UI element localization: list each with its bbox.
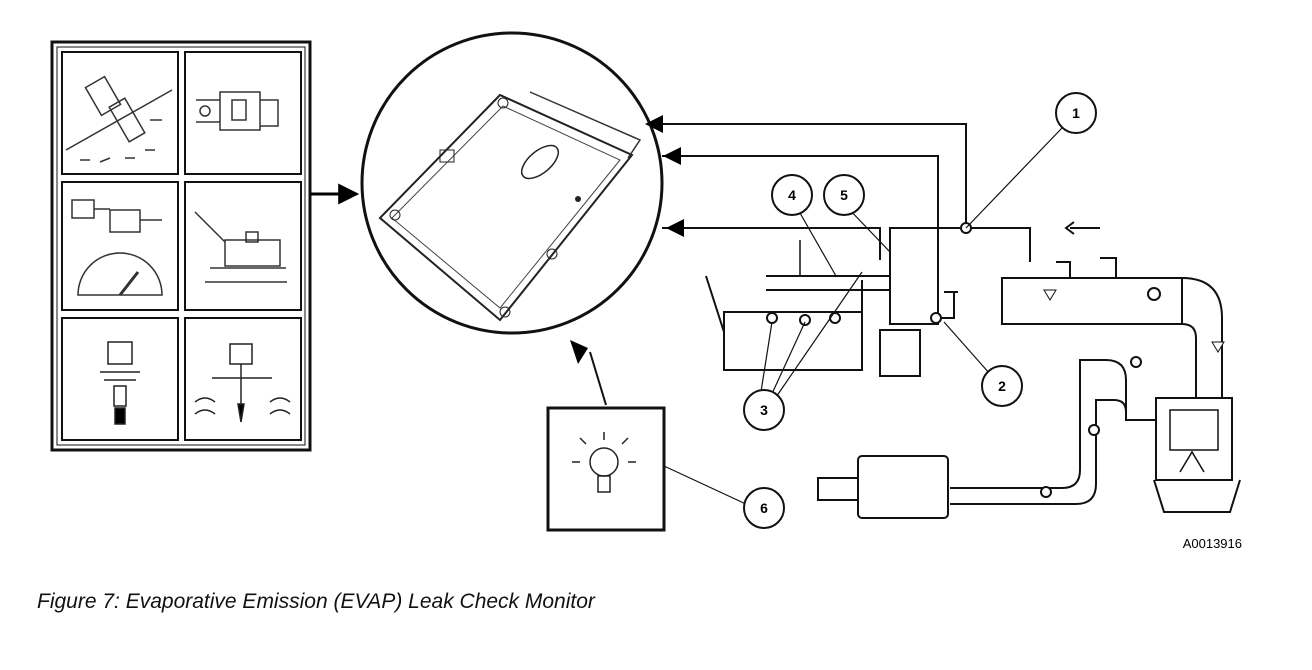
output-arrow-1 <box>645 115 663 133</box>
pump-icon <box>194 211 287 283</box>
fluid-level-sensor-icon <box>194 343 291 423</box>
callout-1: 1 <box>1055 92 1097 134</box>
output-arrow-2 <box>663 147 681 165</box>
intake-manifold <box>1001 221 1225 414</box>
mil-arrow <box>570 340 588 364</box>
mil-arrow-line <box>589 351 607 406</box>
gauge-sensor-icon <box>71 199 163 296</box>
callout-4: 4 <box>771 174 813 216</box>
sensor-panel <box>50 40 312 452</box>
figure-caption: Figure 7: Evaporative Emission (EVAP) Le… <box>37 590 595 613</box>
input-arrow-ecm <box>666 219 684 237</box>
position-sensor-icon <box>196 91 279 131</box>
fuel-tank <box>705 240 896 371</box>
evap-canister <box>879 227 958 377</box>
engine-block <box>1153 397 1241 513</box>
callout-leaders <box>663 127 1063 506</box>
svg-text:4: 4 <box>788 187 796 203</box>
figure-id: A0013916 <box>1183 536 1242 551</box>
purge-line <box>938 227 1031 262</box>
svg-text:5: 5 <box>840 187 848 203</box>
temperature-sensor-icon <box>100 341 140 425</box>
callout-3: 3 <box>743 389 785 431</box>
callout-2: 2 <box>981 365 1023 407</box>
malfunction-indicator-lamp-icon <box>546 406 666 532</box>
airflow-sensor-icon <box>65 75 173 163</box>
svg-text:3: 3 <box>760 402 768 418</box>
callout-6: 6 <box>743 487 785 529</box>
callout-5: 5 <box>823 174 865 216</box>
engine-control-module <box>360 31 664 335</box>
exhaust-system <box>817 356 1156 519</box>
svg-text:2: 2 <box>998 378 1006 394</box>
svg-text:6: 6 <box>760 500 768 516</box>
svg-text:1: 1 <box>1072 105 1080 121</box>
